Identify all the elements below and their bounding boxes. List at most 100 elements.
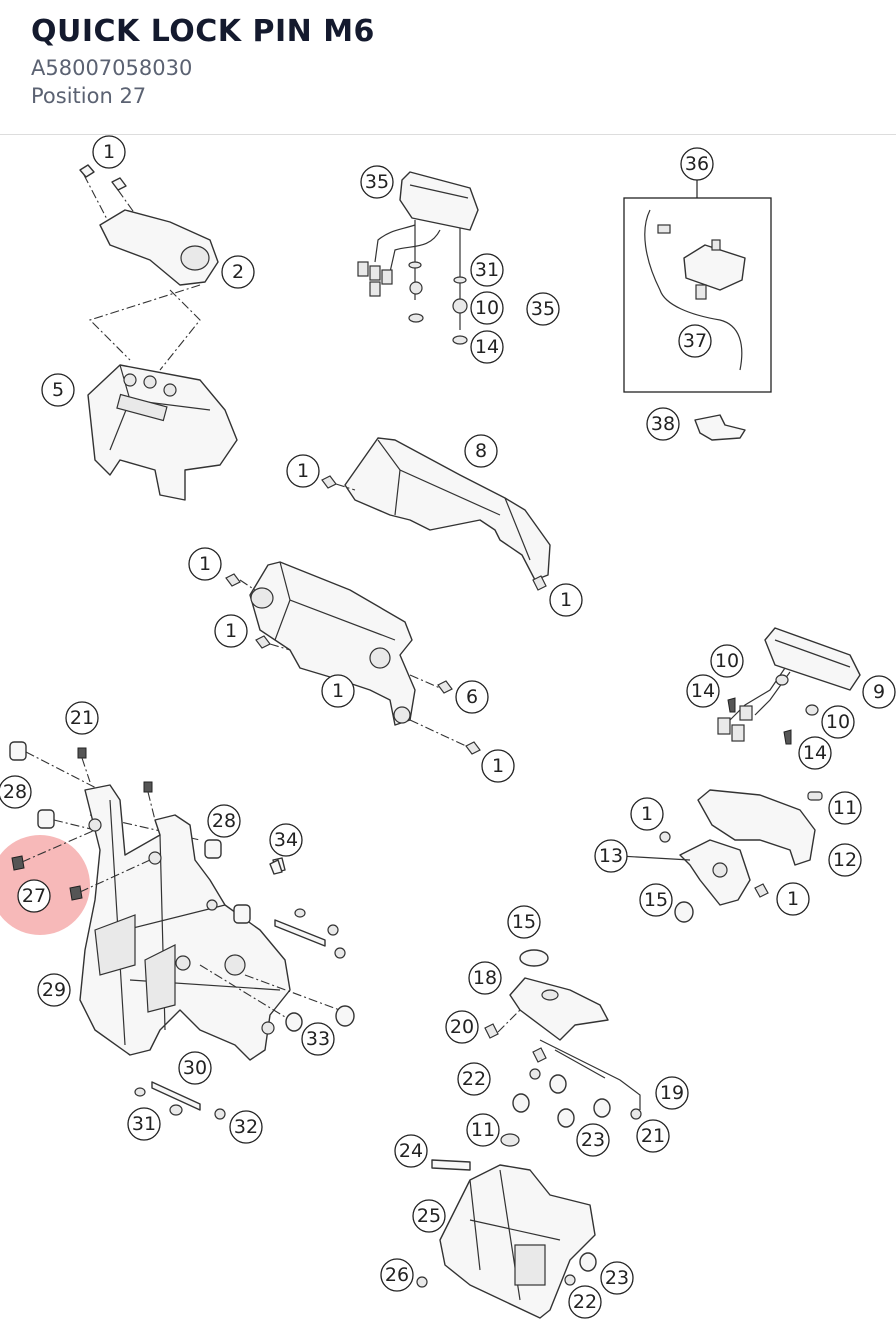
callout-13: 13 <box>594 839 628 873</box>
callout-label: 1 <box>332 680 344 702</box>
callout-label: 31 <box>475 259 499 281</box>
callout-label: 31 <box>132 1113 156 1135</box>
callout-label: 37 <box>683 330 707 352</box>
part-position: Position 27 <box>31 84 147 108</box>
callout-20: 20 <box>445 1010 479 1044</box>
callout-label: 5 <box>52 379 64 401</box>
callout-30: 30 <box>178 1051 212 1085</box>
callout-label: 32 <box>234 1116 258 1138</box>
callout-18: 18 <box>468 961 502 995</box>
callout-19: 19 <box>655 1076 689 1110</box>
callout-14: 14 <box>470 330 504 364</box>
callout-label: 19 <box>660 1082 684 1104</box>
callout-28: 28 <box>0 775 32 809</box>
callout-5: 5 <box>41 373 75 407</box>
part-group-wiring-36 <box>623 180 772 393</box>
callout-label: 21 <box>641 1125 665 1147</box>
callout-label: 1 <box>560 589 572 611</box>
callout-34: 34 <box>269 823 303 857</box>
callout-label: 38 <box>651 413 675 435</box>
part-title: QUICK LOCK PIN M6 <box>31 14 375 49</box>
callout-6: 6 <box>455 680 489 714</box>
callout-label: 1 <box>641 803 653 825</box>
part-group-bracket-6 <box>225 561 481 755</box>
callout-26: 26 <box>380 1258 414 1292</box>
callout-label: 1 <box>787 888 799 910</box>
callout-label: 25 <box>417 1205 441 1227</box>
callout-1: 1 <box>630 797 664 831</box>
part-group-bracket-13 <box>619 789 823 923</box>
callout-1: 1 <box>776 882 810 916</box>
callout-37: 37 <box>678 324 712 358</box>
callout-27: 27 <box>17 879 51 913</box>
callout-1: 1 <box>321 674 355 708</box>
callout-33: 33 <box>301 1022 335 1056</box>
callout-label: 1 <box>199 553 211 575</box>
callout-label: 12 <box>833 849 857 871</box>
callout-label: 15 <box>512 911 536 933</box>
callout-label: 9 <box>873 681 885 703</box>
callout-label: 36 <box>685 153 709 175</box>
part-group-display-9 <box>717 627 861 745</box>
part-group-display-35 <box>357 171 479 345</box>
part-38 <box>694 414 746 441</box>
callout-25: 25 <box>412 1199 446 1233</box>
callout-label: 27 <box>22 885 46 907</box>
callout-label: 1 <box>225 620 237 642</box>
callout-label: 34 <box>274 829 298 851</box>
callout-label: 21 <box>70 707 94 729</box>
callout-label: 35 <box>365 171 389 193</box>
callout-label: 24 <box>399 1140 423 1162</box>
part-header: QUICK LOCK PIN M6 A58007058030 Position … <box>0 0 896 135</box>
callout-24: 24 <box>394 1134 428 1168</box>
callout-11: 11 <box>466 1113 500 1147</box>
callout-22: 22 <box>457 1062 491 1096</box>
callout-label: 23 <box>605 1267 629 1289</box>
callout-10: 10 <box>470 291 504 325</box>
callout-12: 12 <box>828 843 862 877</box>
callout-14: 14 <box>686 674 720 708</box>
callout-label: 22 <box>573 1291 597 1313</box>
callout-label: 18 <box>473 967 497 989</box>
callout-label: 15 <box>644 889 668 911</box>
callout-label: 11 <box>833 797 857 819</box>
callout-29: 29 <box>37 973 71 1007</box>
callout-15: 15 <box>639 883 673 917</box>
callout-10: 10 <box>821 705 855 739</box>
part-group-bracket-18 <box>484 949 642 1128</box>
callout-label: 10 <box>475 297 499 319</box>
callout-label: 20 <box>450 1016 474 1038</box>
callout-1: 1 <box>286 454 320 488</box>
callout-21: 21 <box>636 1119 670 1153</box>
callout-label: 14 <box>475 336 499 358</box>
callout-label: 22 <box>462 1068 486 1090</box>
callout-15: 15 <box>507 905 541 939</box>
callout-32: 32 <box>229 1110 263 1144</box>
callout-23: 23 <box>600 1261 634 1295</box>
callout-label: 2 <box>232 261 244 283</box>
callout-label: 1 <box>492 755 504 777</box>
callout-label: 23 <box>581 1129 605 1151</box>
callout-10: 10 <box>710 644 744 678</box>
callout-label: 29 <box>42 979 66 1001</box>
callout-2: 2 <box>221 255 255 289</box>
callout-label: 28 <box>3 781 27 803</box>
callout-9: 9 <box>862 675 896 709</box>
callout-label: 10 <box>715 650 739 672</box>
callout-label: 26 <box>385 1264 409 1286</box>
callout-label: 6 <box>466 686 478 708</box>
part-group-plate-25 <box>416 1133 597 1319</box>
callout-1: 1 <box>92 135 126 169</box>
callout-label: 28 <box>212 810 236 832</box>
callout-label: 30 <box>183 1057 207 1079</box>
callout-31: 31 <box>127 1107 161 1141</box>
callout-label: 14 <box>691 680 715 702</box>
part-number: A58007058030 <box>31 56 193 80</box>
callout-1: 1 <box>481 749 515 783</box>
part-group-frame-29 <box>9 741 355 1120</box>
callout-11: 11 <box>828 791 862 825</box>
callout-label: 1 <box>103 141 115 163</box>
callout-36: 36 <box>680 147 714 181</box>
part-group-clamp <box>79 164 219 371</box>
